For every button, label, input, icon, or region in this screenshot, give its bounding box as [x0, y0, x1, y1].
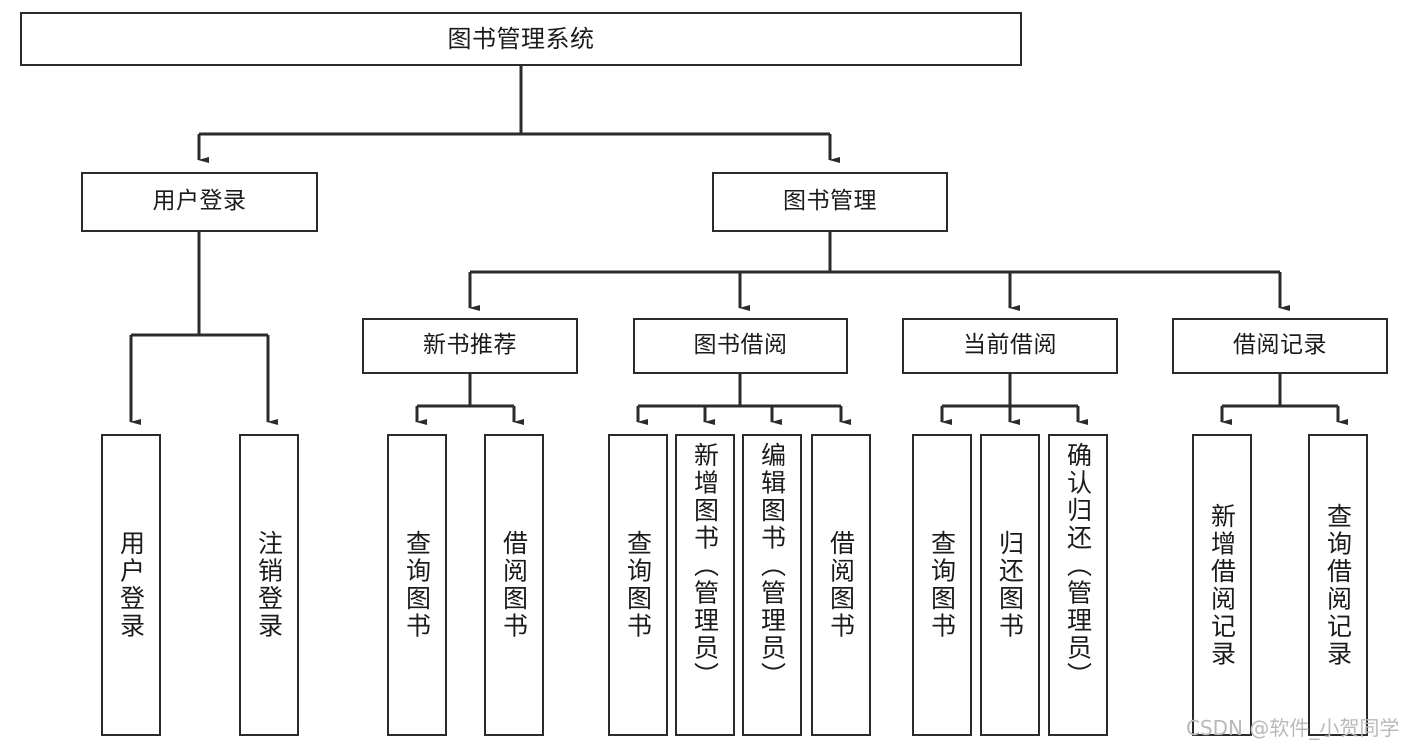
node-root[interactable]: 图书管理系统: [20, 12, 1022, 66]
leaf-query-record[interactable]: 查询借阅记录: [1308, 434, 1368, 736]
leaf-edit-book[interactable]: 编辑图书（管理员）: [742, 434, 802, 736]
node-borrow-record-label: 借阅记录: [1233, 332, 1327, 359]
leaf-user-login-label: 用户登录: [116, 530, 146, 640]
leaf-confirm-return-label: 确认归还（管理员）: [1063, 442, 1093, 690]
node-borrow-record[interactable]: 借阅记录: [1172, 318, 1388, 374]
node-book-management[interactable]: 图书管理: [712, 172, 948, 232]
leaf-edit-book-label: 编辑图书（管理员）: [757, 442, 787, 690]
leaf-query-book-2-label: 查询图书: [623, 530, 653, 640]
node-book-management-label: 图书管理: [783, 188, 877, 215]
node-new-book-recommend[interactable]: 新书推荐: [362, 318, 578, 374]
node-new-book-recommend-label: 新书推荐: [423, 332, 517, 359]
leaf-borrow-book-1-label: 借阅图书: [499, 530, 529, 640]
leaf-query-book-3-label: 查询图书: [927, 530, 957, 640]
leaf-logout-label: 注销登录: [254, 530, 284, 640]
leaf-add-record-label: 新增借阅记录: [1207, 502, 1237, 668]
node-book-borrow-label: 图书借阅: [693, 332, 788, 359]
csdn-watermark: CSDN @软件_小贺同学: [1186, 716, 1400, 740]
leaf-confirm-return[interactable]: 确认归还（管理员）: [1048, 434, 1108, 736]
leaf-query-book-2[interactable]: 查询图书: [608, 434, 668, 736]
node-root-label: 图书管理系统: [447, 24, 595, 53]
leaf-query-record-label: 查询借阅记录: [1323, 502, 1353, 668]
leaf-return-book[interactable]: 归还图书: [980, 434, 1040, 736]
leaf-user-login[interactable]: 用户登录: [101, 434, 161, 736]
leaf-add-book[interactable]: 新增图书（管理员）: [675, 434, 735, 736]
node-user-login[interactable]: 用户登录: [81, 172, 318, 232]
leaf-return-book-label: 归还图书: [995, 530, 1025, 640]
leaf-borrow-book-2-label: 借阅图书: [826, 530, 856, 640]
node-current-borrow[interactable]: 当前借阅: [902, 318, 1118, 374]
leaf-query-book-3[interactable]: 查询图书: [912, 434, 972, 736]
node-current-borrow-label: 当前借阅: [963, 332, 1057, 359]
leaf-borrow-book-2[interactable]: 借阅图书: [811, 434, 871, 736]
leaf-add-record[interactable]: 新增借阅记录: [1192, 434, 1252, 736]
leaf-logout[interactable]: 注销登录: [239, 434, 299, 736]
leaf-query-book-1-label: 查询图书: [402, 530, 432, 640]
node-book-borrow[interactable]: 图书借阅: [633, 318, 848, 374]
leaf-query-book-1[interactable]: 查询图书: [387, 434, 447, 736]
leaf-add-book-label: 新增图书（管理员）: [690, 442, 720, 690]
node-user-login-label: 用户登录: [152, 188, 247, 215]
leaf-borrow-book-1[interactable]: 借阅图书: [484, 434, 544, 736]
